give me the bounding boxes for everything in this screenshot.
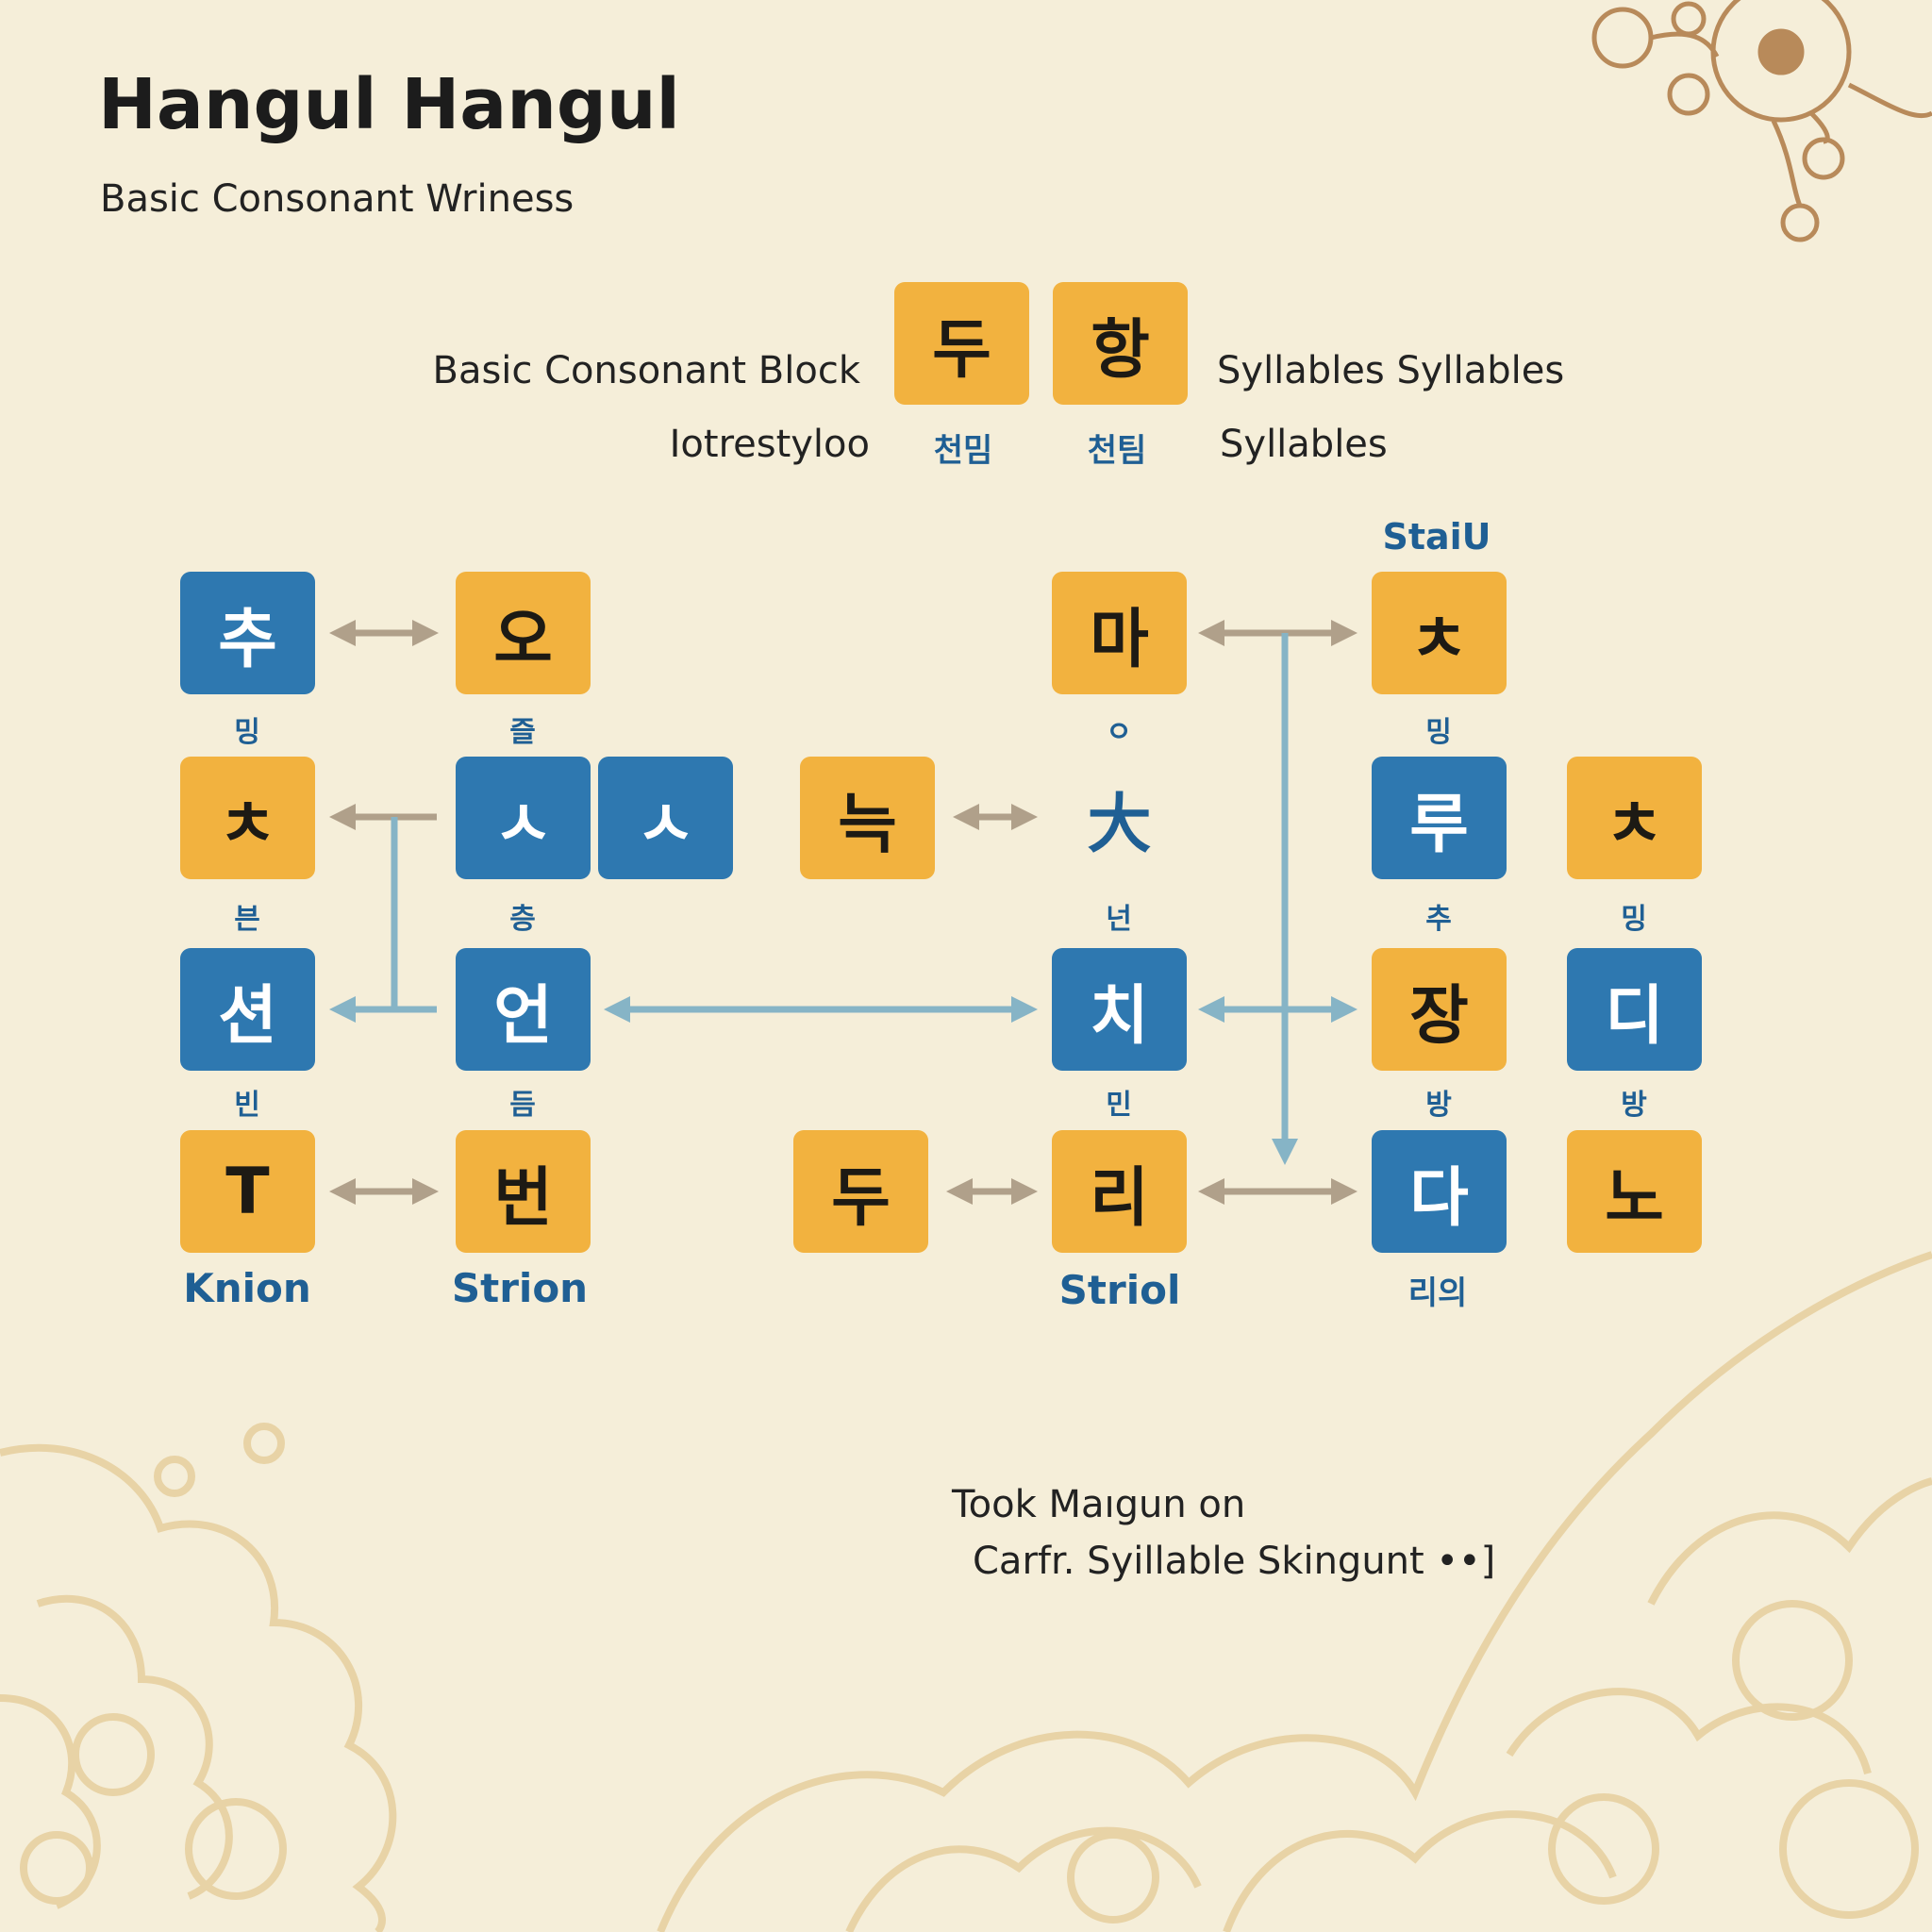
syllable-tile: T (180, 1130, 315, 1253)
syllable-tile: 션 (180, 948, 315, 1071)
syllable-tile: 다 (1372, 1130, 1507, 1253)
syllable-tile: 마 (1052, 572, 1187, 694)
top-tile-sublabel: 천팀 (1087, 432, 1147, 470)
syllable-tile: 오 (456, 572, 591, 694)
syllable-tile: ㅅ (598, 757, 733, 879)
tile-sublabel: 방 (1425, 1089, 1452, 1122)
column-label: 리의 (1407, 1274, 1468, 1312)
column-label: Strion (451, 1265, 589, 1311)
top-tile-sublabel: 천밈 (933, 432, 993, 470)
tile-sublabel: ㅇ (1106, 716, 1132, 749)
syllable-tile: 리 (1052, 1130, 1187, 1253)
tile-sublabel: 밍 (1621, 903, 1647, 936)
column-label: Striol (1058, 1267, 1181, 1313)
syllable-tile: 노 (1567, 1130, 1702, 1253)
footer-line-1: Took Maıgun on (952, 1483, 1246, 1526)
tile-sublabel: 민 (1106, 1089, 1132, 1122)
top-right-sublabel: Syllables (1220, 423, 1388, 466)
footer-line-2: Carfr. Syillable Skingunt ••] (973, 1540, 1496, 1583)
tile-sublabel: 밍 (1425, 716, 1452, 749)
top-left-sublabel: Iotrestyloo (669, 423, 870, 466)
syllable-tile: ㅅ (456, 757, 591, 879)
top-tile: 두 (894, 282, 1029, 405)
syllable-tile: 언 (456, 948, 591, 1071)
top-right-label: Syllables Syllables (1217, 349, 1565, 392)
tile-sublabel: 빈 (234, 1089, 260, 1122)
top-left-label: Basic Consonant Block (432, 349, 860, 392)
syllable-tile: ㅊ (1372, 572, 1507, 694)
syllable-glyph: 大 (1087, 787, 1152, 862)
tile-sublabel: 븐 (234, 903, 260, 936)
tile-sublabel: 추 (1425, 903, 1452, 936)
tile-sublabel: 넌 (1106, 903, 1132, 936)
syllable-tile: 디 (1567, 948, 1702, 1071)
column-label: StaiU (1382, 516, 1491, 558)
syllable-tile: 늑 (800, 757, 935, 879)
syllable-tile: 추 (180, 572, 315, 694)
syllable-tile: 루 (1372, 757, 1507, 879)
page-title: Hangul Hangul (98, 64, 680, 145)
tile-sublabel: 듬 (509, 1089, 536, 1122)
syllable-tile: ㅊ (1567, 757, 1702, 879)
syllable-tile: 두 (793, 1130, 928, 1253)
syllable-tile: 장 (1372, 948, 1507, 1071)
syllable-tile: 번 (456, 1130, 591, 1253)
top-tile: 항 (1053, 282, 1188, 405)
tile-sublabel: 즐 (509, 716, 536, 749)
column-label: Knion (183, 1265, 311, 1311)
page-subtitle: Basic Consonant Wriness (100, 177, 575, 221)
tile-sublabel: 방 (1621, 1089, 1647, 1122)
tile-sublabel: 층 (509, 903, 536, 936)
syllable-tile: ㅊ (180, 757, 315, 879)
ornament-top-right (1591, 0, 1932, 242)
syllable-tile: 치 (1052, 948, 1187, 1071)
cloud-pattern (0, 1251, 1932, 1932)
tile-sublabel: 밍 (234, 716, 260, 749)
